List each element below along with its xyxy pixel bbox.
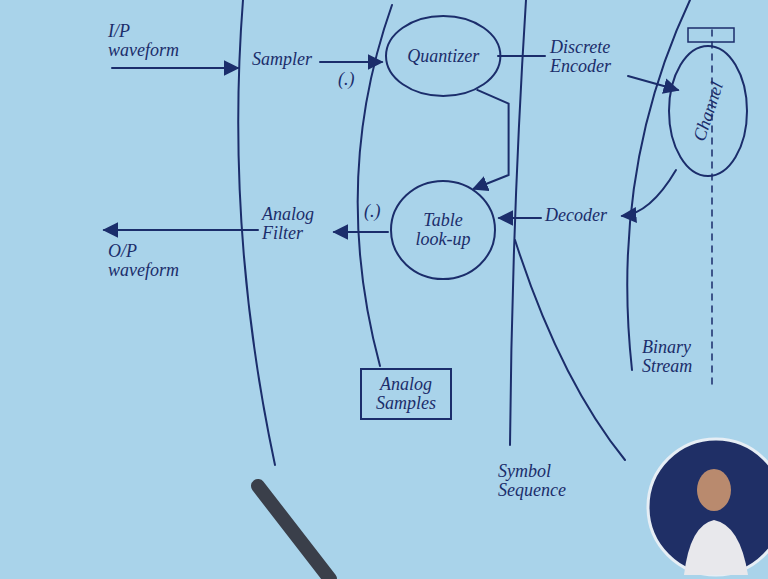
node-text: Table look-up bbox=[412, 211, 474, 249]
input-label: I/P waveform bbox=[108, 22, 193, 60]
channel-ellipse: Channel bbox=[668, 45, 748, 177]
node-text: Channel bbox=[690, 79, 727, 143]
boundary-arc bbox=[515, 240, 625, 460]
stage-label: Binary Stream bbox=[642, 338, 710, 376]
signal-arrow bbox=[104, 229, 258, 231]
boundary-line bbox=[510, 0, 526, 445]
signal-label: (.) bbox=[364, 202, 381, 221]
quantizer-circle: Quantizer bbox=[385, 15, 501, 97]
outline-ellipse bbox=[669, 46, 747, 176]
connector bbox=[473, 90, 508, 189]
outline-ellipse bbox=[386, 16, 500, 96]
outline-ellipse bbox=[391, 181, 495, 279]
presenter-inset bbox=[648, 439, 768, 575]
lookup-circle: Table look-up bbox=[390, 180, 496, 280]
presenter-face bbox=[697, 469, 731, 511]
block-label: Analog Filter bbox=[262, 205, 330, 243]
block-label: Decoder bbox=[545, 206, 607, 225]
pen bbox=[258, 486, 330, 579]
node-text: Quantizer bbox=[407, 47, 479, 66]
boundary-arc bbox=[627, 0, 690, 370]
signal-arrow bbox=[334, 231, 388, 233]
stage-label: Symbol Sequence bbox=[498, 462, 583, 500]
samples-box: Analog Samples bbox=[360, 368, 452, 420]
signal-line bbox=[498, 55, 545, 57]
signal-arrow bbox=[622, 170, 676, 216]
small-box bbox=[688, 28, 734, 42]
presenter-shirt bbox=[684, 520, 748, 575]
node-text: Analog Samples bbox=[370, 375, 442, 413]
signal-arrow bbox=[320, 61, 382, 63]
signal-arrow bbox=[499, 217, 541, 219]
block-label: Sampler bbox=[252, 50, 312, 69]
output-label: O/P waveform bbox=[108, 242, 193, 280]
signal-label: (.) bbox=[338, 70, 355, 89]
signal-arrow bbox=[112, 67, 238, 69]
block-label: Discrete Encoder bbox=[550, 38, 630, 76]
